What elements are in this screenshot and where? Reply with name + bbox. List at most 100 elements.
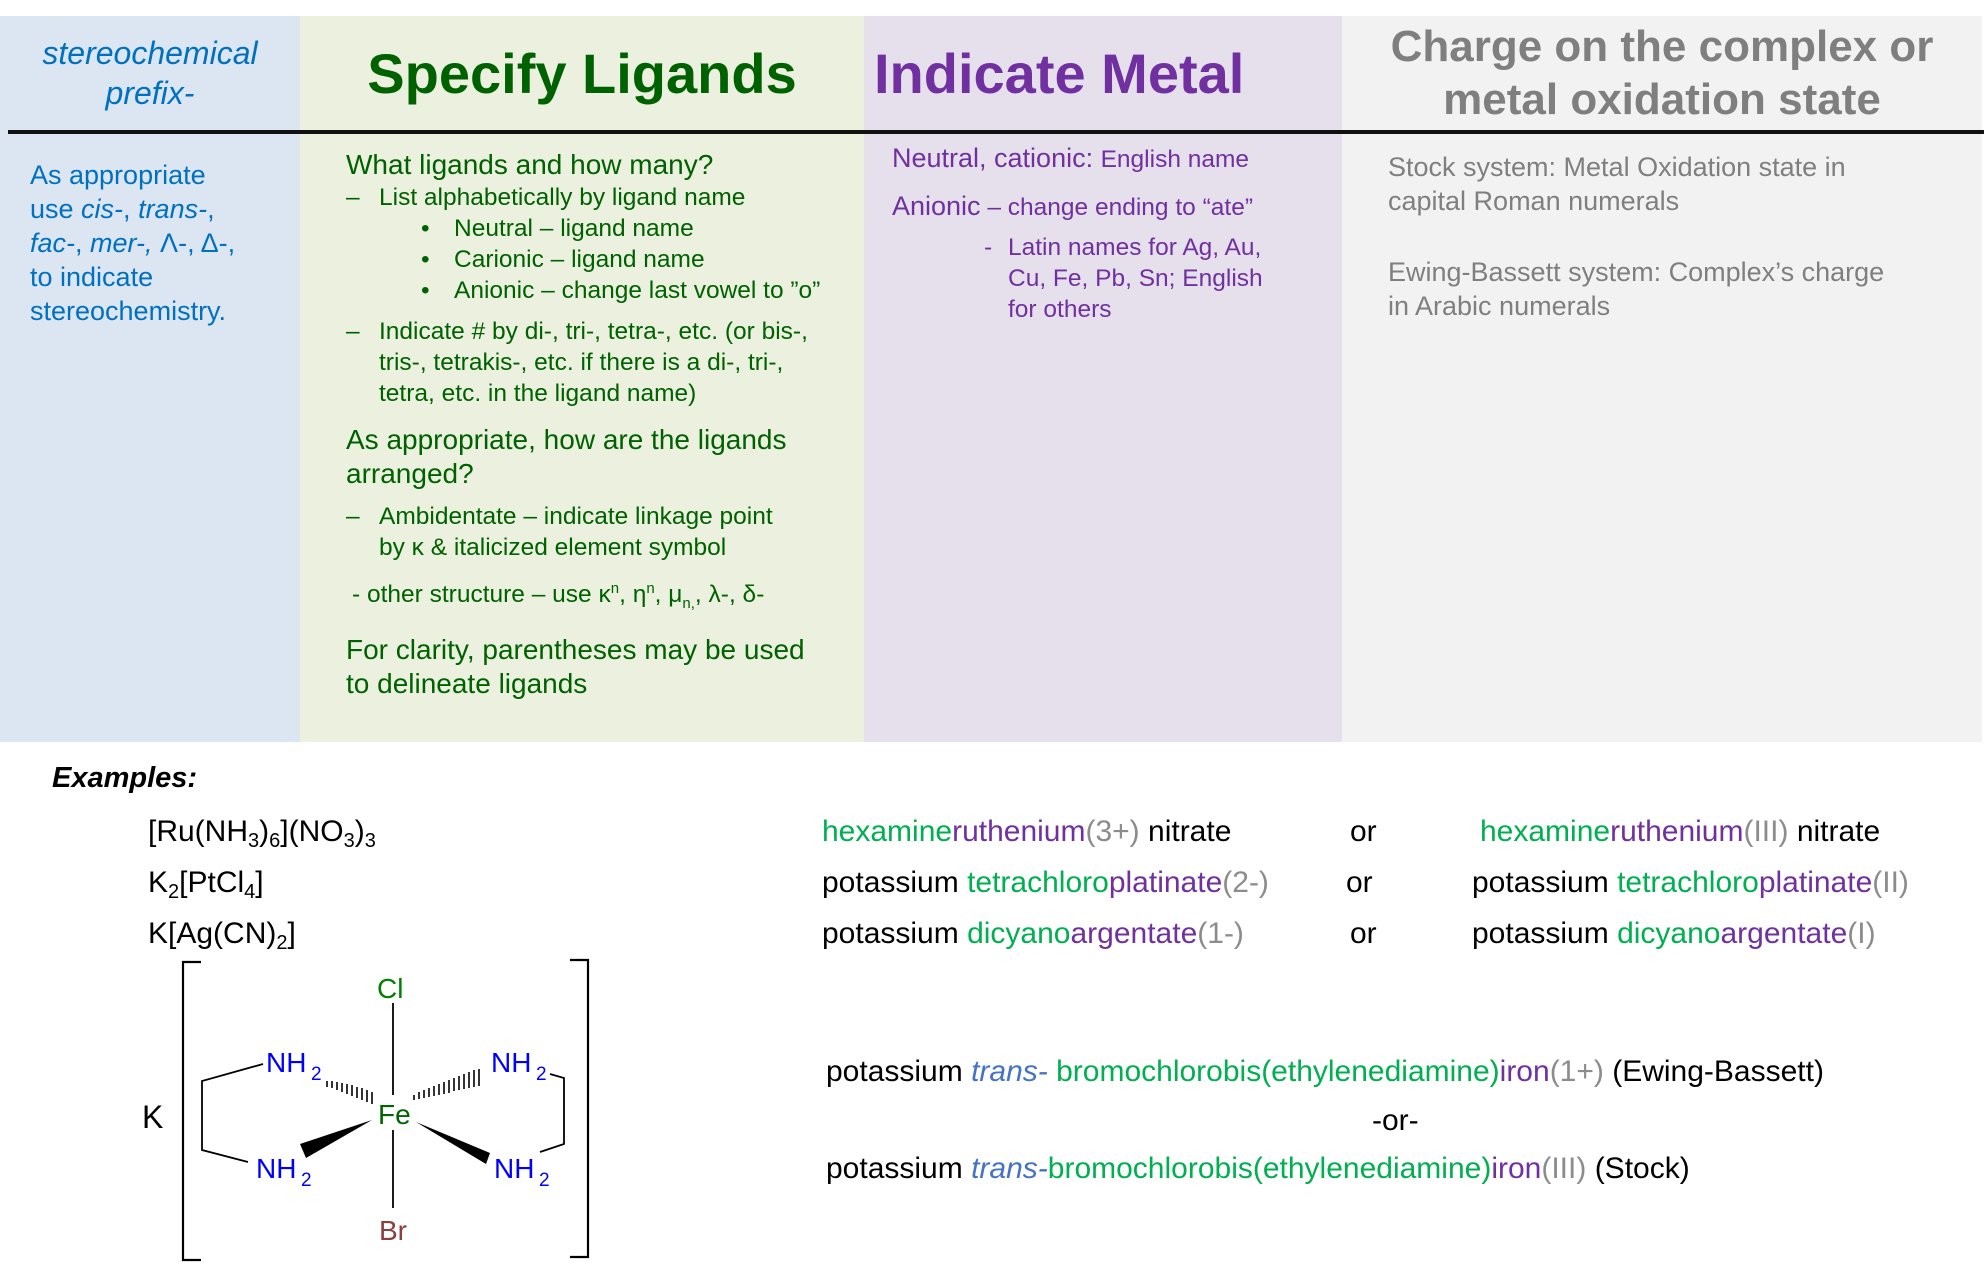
iron-stock-name: potassium trans-bromochlorobis(ethylened… <box>826 1152 1690 1186</box>
dash-marker: - <box>984 234 993 261</box>
ligand-other-structure: - other structure – use κn, ηn, μn,, λ-,… <box>346 573 856 619</box>
ligand-bullet: • Anionic – change last vowel to ”o” <box>346 275 856 306</box>
counter-ion-label: K <box>142 1099 163 1135</box>
iron-label: Fe <box>378 1099 411 1130</box>
charge-part: (1-) <box>1197 917 1244 950</box>
metal-part: platinate <box>1108 866 1223 899</box>
stock-name-row-0: hexamineruthenium(III) nitrate <box>1480 815 1880 849</box>
prefix-mer: mer-, <box>90 228 153 258</box>
ligand-part: hexamine <box>1480 815 1611 848</box>
left-bracket <box>181 960 201 1262</box>
ewing-bassett-text: Ewing-Bassett system: Complex’s charge <box>1388 257 1885 287</box>
text-fragment: ) <box>259 815 270 848</box>
charge-header: Charge on the complex or metal oxidation… <box>1342 16 1982 130</box>
text-line: tris-, tetrakis-, etc. if there is a di-… <box>379 349 784 376</box>
or-separator: or <box>1350 815 1377 848</box>
ligand-part: bromochlorobis(ethylenediamine) <box>1047 1152 1492 1185</box>
system-label: (Stock) <box>1586 1152 1690 1185</box>
text-fragment: potassium <box>826 1152 972 1185</box>
stereo-line: to indicate <box>30 262 154 292</box>
ligand-section-heading: What ligands and how many? <box>346 149 714 180</box>
metal-rule-anionic: Anionic – change ending to “ate” <box>892 188 1332 226</box>
text-line: to delineate ligands <box>346 668 588 700</box>
bromine-label: Br <box>379 1215 407 1246</box>
text-fragment: , <box>207 194 215 224</box>
amine-labels: NH 2 NH 2 NH 2 NH 2 <box>256 1047 550 1191</box>
metal-part: ruthenium <box>1610 815 1744 848</box>
subscript: n, <box>682 595 695 613</box>
text-fragment: potassium <box>1472 917 1618 950</box>
charge-part: (2-) <box>1222 866 1269 899</box>
ligand-part: bromochlorobis(ethylenediamine) <box>1047 1055 1500 1088</box>
text-line: Cu, Fe, Pb, Sn; English <box>1008 265 1263 292</box>
stock-system-text: Stock system: Metal Oxidation state in <box>1388 152 1846 182</box>
ligand-bullet: • Neutral – ligand name <box>346 213 856 244</box>
charge-column-bg <box>1342 16 1982 742</box>
stereo-header: stereochemical prefix- <box>0 16 300 130</box>
or-separator: or <box>1350 917 1377 950</box>
stereo-line: use cis-, trans-, <box>30 192 290 226</box>
stock-name-row-2: potassium dicyanoargentate(I) <box>1472 917 1876 951</box>
bullet-marker: • <box>421 246 430 273</box>
or-separator: or <box>1346 866 1373 899</box>
metal-header: Indicate Metal <box>874 41 1245 105</box>
metal-sub-rule: - Latin names for Ag, Au, Cu, Fe, Pb, Sn… <box>892 232 1332 325</box>
amine-label: NH <box>494 1153 534 1184</box>
subscript: 3 <box>364 830 376 852</box>
iron-ewing-name: potassium trans- bromochlorobis(ethylene… <box>826 1055 1824 1089</box>
ewing-bassett-text: in Arabic numerals <box>1388 291 1611 321</box>
chlorine-label: Cl <box>377 973 403 1004</box>
metal-body: Neutral, cationic: English name Anionic … <box>892 140 1332 325</box>
dash-marker: – <box>346 184 360 211</box>
amine-subscript: 2 <box>311 1064 322 1085</box>
charge-header-line: Charge on the complex or <box>1390 22 1934 71</box>
wedge-bond-left <box>300 1120 372 1158</box>
ligand-part: hexamine <box>822 815 953 848</box>
text-fragment: ] <box>287 917 296 950</box>
metal-column-bg <box>864 16 1342 742</box>
ligand-item-text: List alphabetically by ligand name <box>379 184 746 211</box>
metal-sub-text: Latin names for Ag, Au, Cu, Fe, Pb, Sn; … <box>1008 232 1263 325</box>
text-fragment: [Ru(NH <box>148 815 249 848</box>
dash-marker: – <box>346 318 360 345</box>
text-line: arranged? <box>346 458 474 489</box>
ligand-item: – Indicate # by di-, tri-, tetra-, etc. … <box>346 316 856 409</box>
stereo-line: fac-, mer-, Λ-, Δ-, <box>30 226 290 260</box>
text-line: As appropriate, how are the ligands <box>346 424 787 455</box>
metal-part: platinate <box>1758 866 1873 899</box>
ligand-part: dicyano <box>1617 917 1721 950</box>
metal-part: argentate <box>1070 917 1198 950</box>
text-fragment: ) <box>354 815 365 848</box>
amine-label: NH <box>256 1153 296 1184</box>
hashed-bond-left <box>326 1081 373 1104</box>
header-divider <box>8 130 1984 134</box>
wedge-bond-right <box>416 1122 490 1164</box>
amine-label: NH <box>491 1047 531 1078</box>
stereo-column-bg <box>0 16 300 742</box>
text-line: Indicate # by di-, tri-, tetra-, etc. (o… <box>379 318 808 345</box>
text-fragment: , μ <box>654 581 683 609</box>
metal-part: iron <box>1491 1152 1542 1185</box>
text-fragment: , <box>75 228 91 258</box>
ligand-body: What ligands and how many? – List alphab… <box>346 148 856 701</box>
text-fragment: nitrate <box>1788 815 1881 848</box>
text-fragment: nitrate <box>1139 815 1232 848</box>
charge-part: (II) <box>1872 866 1909 899</box>
text-fragment: potassium <box>822 866 968 899</box>
stock-system-text: capital Roman numerals <box>1388 186 1680 216</box>
formula-ruthenium: [Ru(NH3)6](NO3)3 <box>148 815 376 853</box>
text-fragment: K[Ag(CN) <box>148 917 277 950</box>
charge-header-line: metal oxidation state <box>1443 75 1881 124</box>
charge-body: Stock system: Metal Oxidation state in c… <box>1388 150 1948 323</box>
stock-name-row-1: potassium tetrachloroplatinate(II) <box>1472 866 1909 900</box>
superscript: n <box>610 580 620 597</box>
ligand-item-ambidentate: – Ambidentate – indicate linkage point b… <box>346 501 856 563</box>
text-line: Latin names for Ag, Au, <box>1008 234 1262 261</box>
text-line: tetra, etc. in the ligand name) <box>379 380 697 407</box>
formula-silver: K[Ag(CN)2] <box>148 917 296 955</box>
ewing-name-row-1: potassium tetrachloroplatinate(2-) <box>822 866 1269 900</box>
text-fragment: potassium <box>1472 866 1618 899</box>
ligand-item-text: Ambidentate – indicate linkage point by … <box>379 501 773 563</box>
text-line: for others <box>1008 296 1112 323</box>
prefix-cis: cis- <box>81 194 124 224</box>
